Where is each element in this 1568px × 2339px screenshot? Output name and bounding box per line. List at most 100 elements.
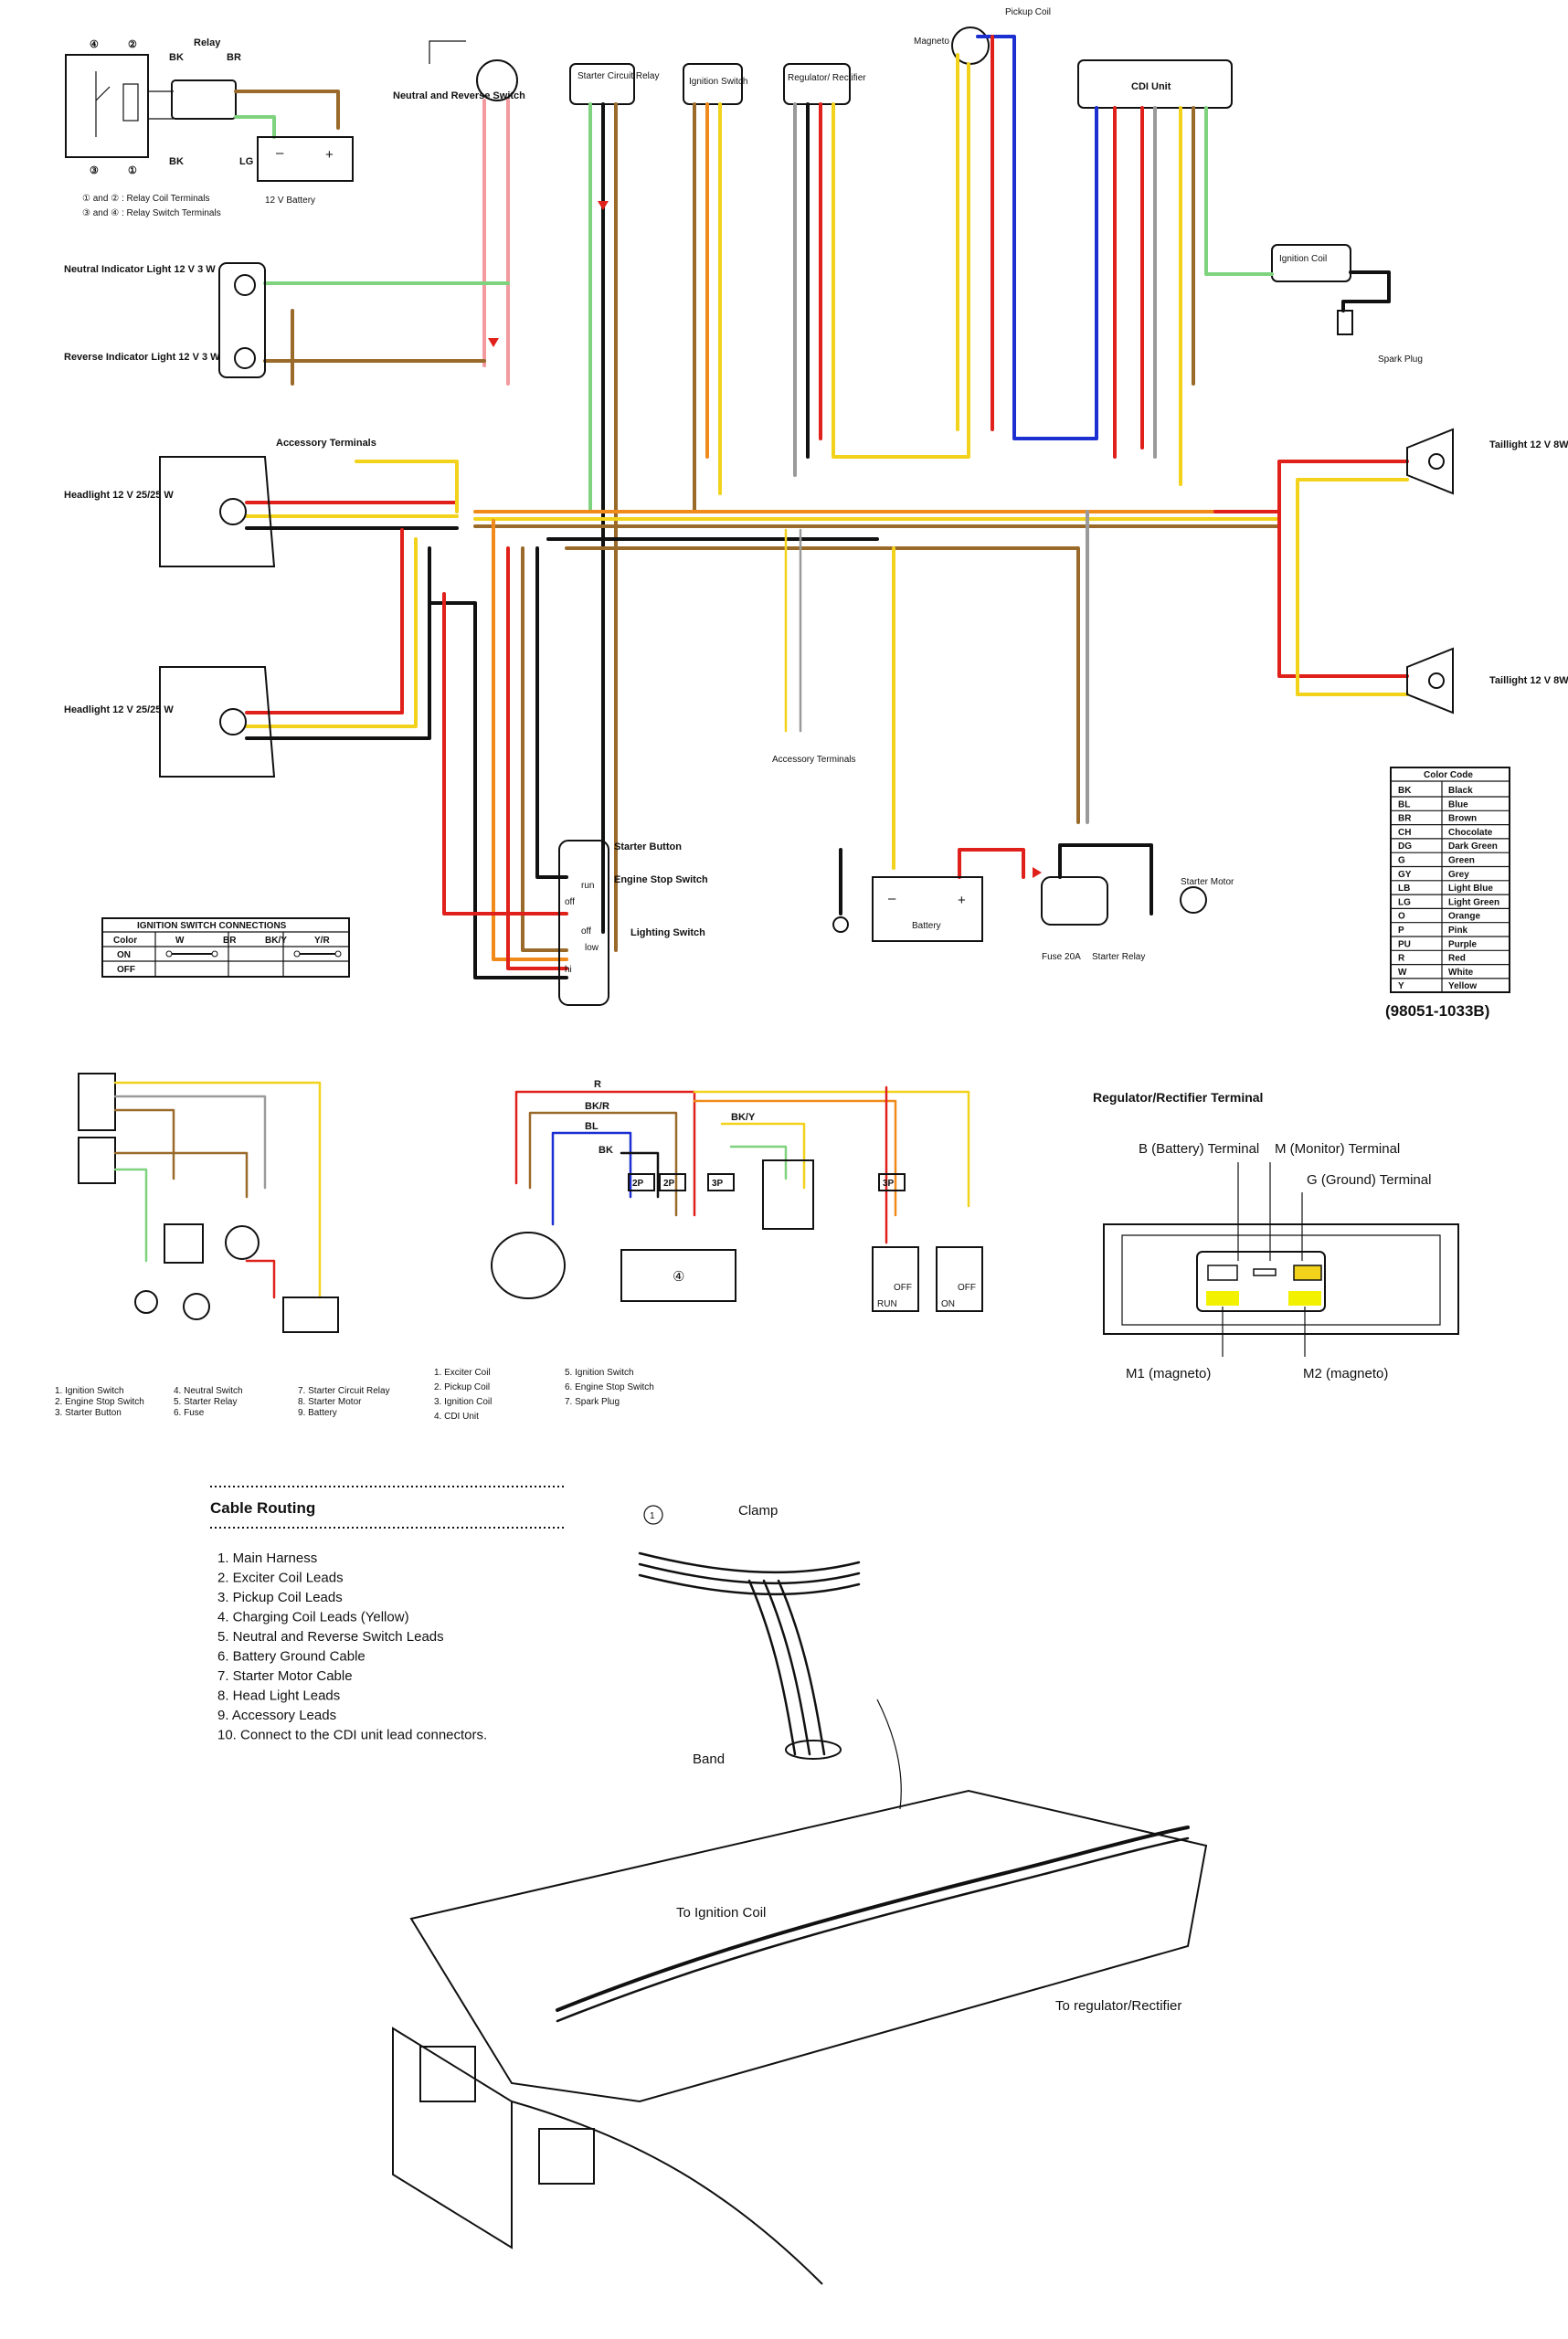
relay-terminal-1: ①: [128, 165, 137, 176]
relay-wire-bk2: BK: [169, 156, 184, 167]
ign-wire-bk: BK: [599, 1145, 613, 1156]
pickup-coil-label: Pickup Coil: [1005, 7, 1051, 17]
svg-text:–: –: [276, 145, 284, 161]
m-terminal-label: M (Monitor) Terminal: [1275, 1141, 1400, 1157]
svg-text:1: 1: [650, 1511, 655, 1521]
ign-legend-item: 6. Engine Stop Switch: [565, 1382, 654, 1392]
to-ignition-coil-label: To Ignition Coil: [676, 1905, 766, 1921]
clamp-label: Clamp: [738, 1503, 778, 1519]
relay-battery-label: 12 V Battery: [265, 196, 315, 206]
ignition-table-row-off: OFF: [117, 965, 135, 975]
cdi-unit: CDI Unit: [1077, 59, 1233, 109]
color-code-name: Dark Green: [1448, 841, 1498, 852]
ign-wire-bl: BL: [585, 1121, 599, 1132]
relay-terminal-2: ②: [128, 39, 137, 50]
color-code-name: Blue: [1448, 799, 1468, 810]
connector-2p-1: 2P: [632, 1179, 644, 1189]
regulator-terminal-diagram: Regulator/Rectifier Terminal B (Battery)…: [1093, 1090, 1459, 1381]
regulator-terminal-title: Regulator/Rectifier Terminal: [1093, 1090, 1263, 1105]
ignition-table-header: BR: [223, 936, 237, 946]
band-label: Band: [693, 1752, 725, 1767]
cable-routing-item: 2. Exciter Coil Leads: [217, 1571, 344, 1586]
starter-legend-item: 7. Starter Circuit Relay: [298, 1386, 390, 1396]
svg-text:+: +: [958, 893, 966, 908]
color-code-abbr: P: [1398, 926, 1404, 936]
starter-legend-item: 4. Neutral Switch: [174, 1386, 243, 1396]
cable-routing-item: 3. Pickup Coil Leads: [217, 1590, 343, 1605]
ignition-switch-label: Ignition Switch: [689, 77, 747, 87]
m2-label: M2 (magneto): [1303, 1366, 1388, 1381]
color-code-abbr: BK: [1398, 786, 1412, 796]
color-code-abbr: G: [1398, 856, 1405, 866]
starter-legend-item: 9. Battery: [298, 1408, 337, 1418]
accessory-terminals-2-label: Accessory Terminals: [772, 755, 856, 765]
part-number: (98051-1033B): [1385, 1002, 1489, 1020]
color-code-name: Grey: [1448, 870, 1469, 880]
starter-relay-label: Starter Relay: [1092, 952, 1145, 962]
ign-legend-item: 7. Spark Plug: [565, 1397, 620, 1407]
magneto-label: Magneto: [914, 37, 949, 47]
headlight-2: Headlight 12 V 25/25 W: [64, 666, 276, 778]
starter-button-label: Starter Button: [614, 841, 682, 852]
color-code-abbr: LG: [1398, 897, 1411, 907]
starter-legend-item: 3. Starter Button: [55, 1408, 122, 1418]
cable-routing-item: 10. Connect to the CDI unit lead connect…: [217, 1728, 487, 1743]
color-code-abbr: Y: [1398, 981, 1404, 991]
color-code-name: Red: [1448, 954, 1466, 964]
color-code-name: Orange: [1448, 912, 1480, 922]
color-code-name: White: [1448, 968, 1474, 978]
color-code-title: Color Code: [1424, 770, 1473, 780]
relay-wire-bk: BK: [169, 52, 184, 63]
cable-routing-item: 8. Head Light Leads: [217, 1688, 340, 1704]
ign-run: RUN: [877, 1299, 897, 1309]
m1-label: M1 (magneto): [1126, 1366, 1211, 1381]
starter-relay-and-fuse: Fuse 20A Starter Relay Starter Motor: [1041, 876, 1234, 962]
lighting-switch-label: Lighting Switch: [630, 927, 705, 938]
color-code-name: Purple: [1448, 939, 1478, 949]
connector-3p-2: 3P: [883, 1179, 895, 1189]
headlight-1: Headlight 12 V 25/25 W: [64, 456, 276, 567]
engine-stop-label: Engine Stop Switch: [614, 874, 708, 885]
ign-legend-item: 3. Ignition Coil: [434, 1397, 492, 1407]
color-code-name: Pink: [1448, 926, 1468, 936]
ign-off-2: OFF: [958, 1283, 976, 1293]
cdi-unit-label: CDI Unit: [1131, 81, 1171, 92]
relay-wire-lg: LG: [239, 156, 253, 167]
handlebar-switch: Starter Button Engine Stop Switch Lighti…: [558, 840, 708, 1006]
ign-legend-item: 5. Ignition Switch: [565, 1368, 634, 1378]
color-code-name: Green: [1448, 856, 1475, 866]
g-terminal-label: G (Ground) Terminal: [1307, 1172, 1431, 1188]
relay-terminal-4: ④: [90, 39, 99, 50]
starter-legend-item: 5. Starter Relay: [174, 1397, 237, 1407]
b-terminal-label: B (Battery) Terminal: [1139, 1141, 1259, 1157]
ignition-switch-table: IGNITION SWITCH CONNECTIONS Color W BR B…: [101, 917, 350, 978]
starter-motor-label: Starter Motor: [1181, 877, 1234, 887]
cable-routing-item: 4. Charging Coil Leads (Yellow): [217, 1610, 409, 1625]
neutral-reverse-switch: Neutral and Reverse Switch: [393, 40, 525, 101]
cable-routing-item: 7. Starter Motor Cable: [217, 1668, 353, 1684]
relay-wire-br: BR: [227, 52, 241, 63]
ign-legend-item: 1. Exciter Coil: [434, 1368, 491, 1378]
spark-plug-label: Spark Plug: [1378, 355, 1423, 365]
accessory-terminals-label: Accessory Terminals: [276, 438, 376, 449]
ignition-coil-label: Ignition Coil: [1279, 254, 1327, 264]
color-code-abbr: GY: [1398, 870, 1412, 880]
starter-circuit-relay: Starter Circuit Relay: [569, 63, 659, 105]
cable-routing-item: 1. Main Harness: [217, 1551, 317, 1566]
cable-routing-title: Cable Routing: [210, 1499, 315, 1517]
color-code-abbr: BL: [1398, 799, 1410, 810]
svg-text:④: ④: [673, 1269, 684, 1285]
connector-2p-2: 2P: [663, 1179, 675, 1189]
neutral-switch-label: Neutral and Reverse Switch: [393, 90, 525, 101]
color-code-abbr: DG: [1398, 841, 1412, 852]
starter-circuit-relay-label: Starter Circuit Relay: [577, 71, 659, 81]
color-code-name: Brown: [1448, 814, 1477, 824]
cable-routing-item: 6. Battery Ground Cable: [217, 1649, 366, 1665]
color-code-name: Light Blue: [1448, 884, 1493, 894]
neutral-light-label: Neutral Indicator Light 12 V 3 W: [64, 264, 216, 275]
ignition-coil: Ignition Coil Spark Plug: [1271, 244, 1423, 365]
switch-hi: hi: [565, 965, 572, 975]
switch-run: run: [581, 881, 594, 891]
relay-note-switch: ③ and ④ : Relay Switch Terminals: [82, 208, 221, 218]
